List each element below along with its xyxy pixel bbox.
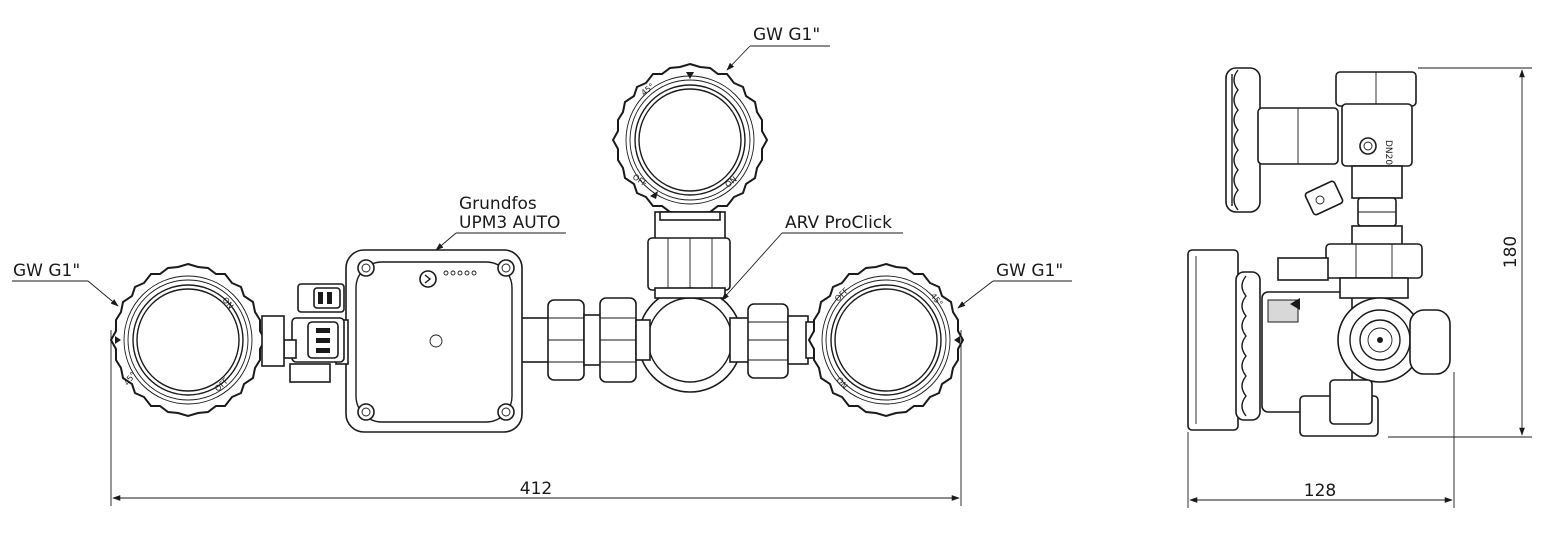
side-view: DN20 [1187, 67, 1532, 508]
callout-pump: Grundfos UPM3 AUTO [435, 194, 566, 251]
callout-pump-line2: UPM3 AUTO [459, 213, 560, 233]
side-top-nut: DN20 [1335, 71, 1417, 167]
callout-right-knob-text: GW G1" [996, 261, 1063, 281]
top-union-nut [647, 211, 731, 291]
svg-text:DN20: DN20 [1383, 140, 1393, 165]
callout-top-knob: GW G1" [726, 25, 830, 71]
callout-right-knob: GW G1" [957, 261, 1072, 309]
dimension-front-width: 412 [110, 330, 962, 506]
side-top-knob [1225, 67, 1339, 213]
dimension-side-width: 128 [1187, 372, 1455, 508]
callout-pump-line1: Grundfos [459, 194, 537, 214]
left-fittings [519, 297, 651, 383]
side-drain-valve [1304, 165, 1403, 247]
dimension-side-height: 180 [1388, 67, 1532, 438]
dimension-side-width-text: 128 [1304, 481, 1336, 501]
dimension-side-height-text: 180 [1501, 236, 1521, 268]
callout-top-knob-text: GW G1" [753, 25, 820, 45]
top-union-knob: 45° OFF ON [612, 63, 768, 217]
side-mid-nut [1277, 243, 1423, 281]
front-view: 45° OFF ON [12, 25, 1072, 506]
callout-left-knob-text: GW G1" [13, 261, 80, 281]
side-pump [1187, 249, 1261, 431]
right-fittings [729, 303, 821, 379]
right-union-knob: OFF 45° ON [808, 263, 964, 417]
valve-body [637, 287, 743, 393]
side-valve-body [1261, 277, 1451, 437]
callout-valve: ARV ProClick [721, 213, 903, 301]
dimension-front-width-text: 412 [520, 479, 552, 499]
pump [335, 249, 523, 433]
callout-valve-text: ARV ProClick [785, 213, 892, 233]
pump-connectors [283, 283, 345, 383]
left-union-knob: ON 45° OFF [110, 263, 285, 417]
callout-left-knob: GW G1" [12, 261, 119, 307]
